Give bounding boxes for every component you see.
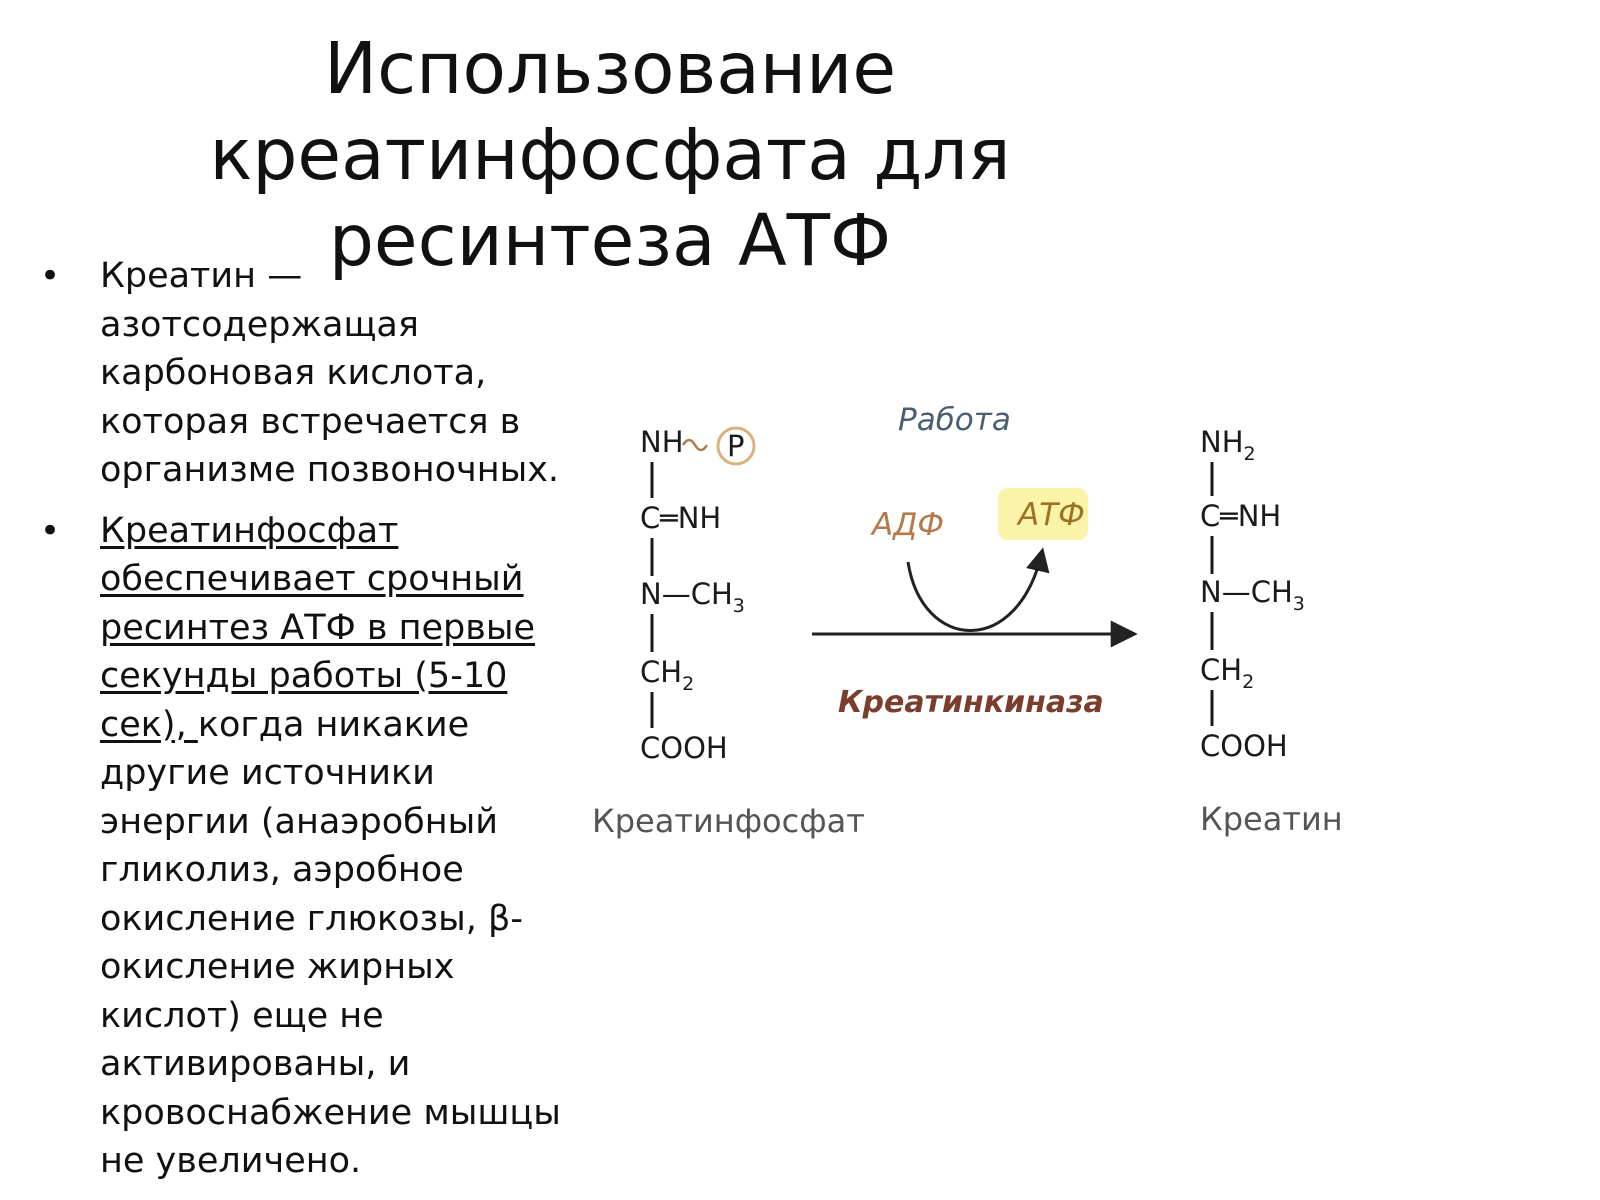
left-nh-group: NH bbox=[640, 425, 684, 459]
bullet-text-line: окисление глюкозы, β- bbox=[100, 898, 523, 939]
left-carboxyl-row: COOH bbox=[640, 731, 728, 765]
left-molecule-creatine-phosphate: NH P C═NH N—CH3 CH2 COOH Креатинфосфат bbox=[592, 425, 865, 840]
bullet-text-line: энергии (анаэробный bbox=[100, 801, 498, 842]
bullet-text-line-underlined: ресинтез АТФ в первые bbox=[100, 607, 536, 648]
bullet-text-line-underlined: секунды работы (5-10 bbox=[100, 656, 508, 696]
bullet-text-line: другие источники bbox=[100, 753, 435, 793]
bullet-text-line: азотсодержащая bbox=[100, 304, 419, 345]
left-methylene-row: CH2 bbox=[640, 655, 694, 695]
high-energy-bond-tilde-icon bbox=[681, 438, 709, 452]
reaction-center: Работа АДФ АТФ Креатинкиназа bbox=[812, 402, 1138, 720]
phosphate-circle-icon bbox=[716, 426, 756, 466]
bullet-text-line: не увеличено. bbox=[100, 1141, 362, 1181]
right-methylene-row: CH2 bbox=[1200, 653, 1254, 693]
bullet-text-line: Креатин — bbox=[100, 256, 303, 296]
bullet-item-creatine-phosphate-role: • Креатинфосфат обеспечивает срочный рес… bbox=[38, 507, 598, 1186]
bullet-text-line: кровоснабжение мышцы bbox=[100, 1092, 561, 1133]
bullet-text-underlined-part: сек), bbox=[100, 704, 198, 745]
bullet-dot: • bbox=[40, 510, 61, 551]
bullet-text-line-underlined: Креатинфосфат bbox=[100, 510, 399, 551]
reaction-svg: NH P C═NH N—CH3 CH2 COOH Креатинфосфат Р… bbox=[592, 402, 1343, 840]
right-carboxyl-row: COOH bbox=[1200, 729, 1288, 763]
bullet-text-line: кислот) еще не bbox=[100, 995, 384, 1036]
slide-title: Использование креатинфосфата для ресинте… bbox=[110, 26, 1110, 284]
bullet-text-line-mixed: сек), когда никакие bbox=[100, 701, 598, 750]
atp-highlight bbox=[998, 488, 1088, 540]
work-label: Работа bbox=[898, 402, 1011, 438]
left-molecule-caption: Креатинфосфат bbox=[592, 802, 865, 840]
enzyme-label: Креатинкиназа bbox=[838, 685, 1104, 720]
bullet-text-plain-part: когда никакие bbox=[197, 704, 470, 745]
right-guanidine-row: C═NH bbox=[1200, 499, 1281, 533]
bullet-list: • Креатин — азотсодержащая карбоновая ки… bbox=[38, 252, 598, 1198]
right-molecule-creatine: NH2 C═NH N—CH3 CH2 COOH Креатин bbox=[1200, 425, 1343, 838]
creatine-kinase-reaction-diagram: NH P C═NH N—CH3 CH2 COOH Креатинфосфат Р… bbox=[590, 390, 1350, 870]
title-line: ресинтеза АТФ bbox=[328, 199, 892, 282]
right-nh2-group: NH2 bbox=[1200, 425, 1256, 465]
phosphate-label: P bbox=[727, 429, 745, 463]
left-guanidine-row: C═NH bbox=[640, 501, 721, 535]
bullet-text-line: карбоновая кислота, bbox=[100, 353, 487, 393]
bullet-text-line: гликолиз, аэробное bbox=[100, 850, 464, 890]
title-line: Использование bbox=[323, 27, 897, 110]
title-line: креатинфосфата для bbox=[209, 113, 1011, 196]
bullet-text-line: которая встречается в bbox=[100, 401, 521, 442]
right-molecule-caption: Креатин bbox=[1200, 800, 1343, 838]
bullet-text-line: организме позвоночных. bbox=[100, 450, 560, 490]
adp-label: АДФ bbox=[870, 507, 944, 543]
bullet-text-line-underlined: обеспечивает срочный bbox=[100, 559, 524, 599]
bullet-item-creatine-definition: • Креатин — азотсодержащая карбоновая ки… bbox=[38, 252, 598, 495]
bullet-dot: • bbox=[40, 256, 61, 296]
left-n-methyl-row: N—CH3 bbox=[640, 577, 745, 617]
atp-label: АТФ bbox=[1016, 497, 1085, 533]
right-n-methyl-row: N—CH3 bbox=[1200, 575, 1305, 615]
bullet-text-line: окисление жирных bbox=[100, 947, 455, 987]
adp-to-atp-curved-arrow bbox=[906, 547, 1050, 632]
bullet-text-line: активированы, и bbox=[100, 1044, 411, 1084]
